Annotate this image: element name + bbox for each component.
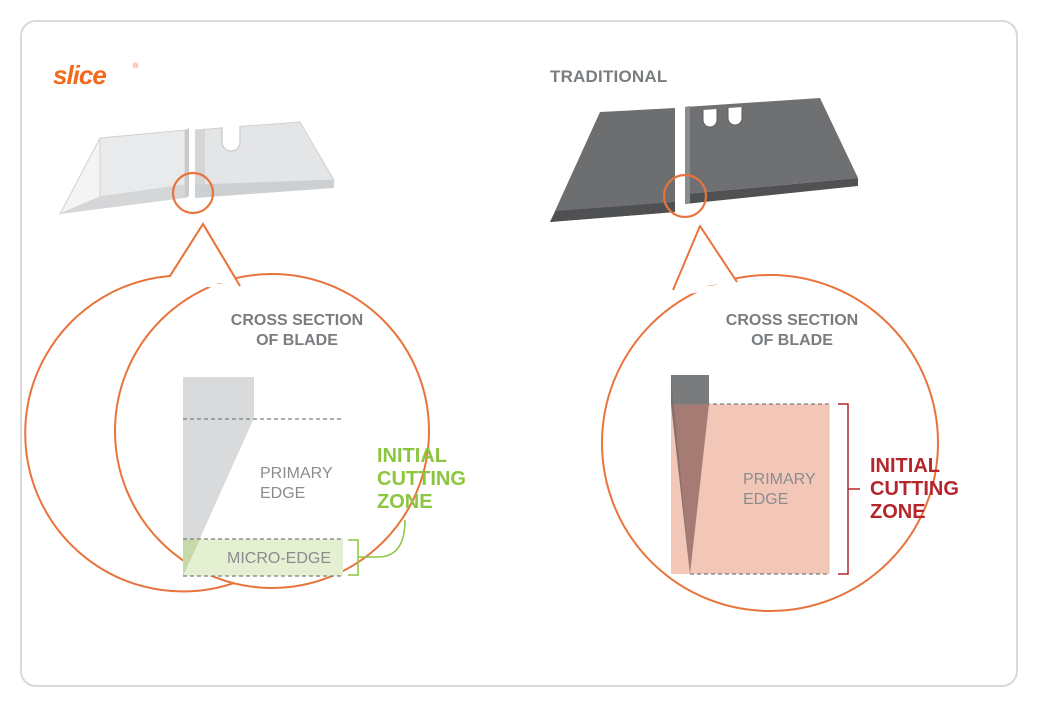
traditional-panel: TRADITIONAL CROSS SECTION OF BLADE bbox=[550, 67, 959, 612]
traditional-initial-cutting-zone-line3: ZONE bbox=[870, 501, 926, 523]
slice-cross-section-shape bbox=[183, 377, 343, 577]
traditional-title: TRADITIONAL bbox=[550, 67, 667, 86]
slice-blade bbox=[58, 121, 335, 216]
traditional-cross-section-shape bbox=[671, 375, 830, 575]
slice-initial-cutting-zone-line3: ZONE bbox=[377, 491, 433, 513]
slice-micro-edge-zone bbox=[183, 539, 343, 576]
slice-focus-circle bbox=[171, 171, 215, 215]
traditional-cross-section-title-line2: OF BLADE bbox=[751, 332, 833, 349]
slice-zone-connector bbox=[358, 519, 406, 558]
slice-primary-edge-label-line2: EDGE bbox=[260, 485, 305, 502]
traditional-cross-section-title-line1: CROSS SECTION bbox=[726, 312, 858, 329]
traditional-initial-cutting-zone-line2: CUTTING bbox=[870, 478, 959, 500]
slice-cross-section-title-line2: OF BLADE bbox=[256, 332, 338, 349]
slice-cross-section-title-line1: CROSS SECTION bbox=[231, 312, 363, 329]
slice-logo-registered-mark: ® bbox=[133, 62, 139, 70]
slice-logo-text: slice bbox=[53, 60, 106, 90]
slice-initial-cutting-zone-line2: CUTTING bbox=[377, 468, 466, 490]
traditional-primary-edge-label-line1: PRIMARY bbox=[743, 471, 816, 488]
slice-logo: slice ® bbox=[53, 60, 139, 90]
traditional-primary-edge-label-line2: EDGE bbox=[743, 491, 788, 508]
slice-micro-edge-label: MICRO-EDGE bbox=[227, 550, 331, 567]
slice-initial-cutting-zone-line1: INITIAL bbox=[377, 445, 447, 467]
slice-primary-edge-label-line1: PRIMARY bbox=[260, 465, 333, 482]
traditional-focus-circle bbox=[662, 173, 708, 219]
slice-panel: slice ® CROSS SECTION bbox=[24, 60, 466, 593]
traditional-initial-cutting-zone-line1: INITIAL bbox=[870, 455, 940, 477]
traditional-blade bbox=[550, 98, 858, 222]
